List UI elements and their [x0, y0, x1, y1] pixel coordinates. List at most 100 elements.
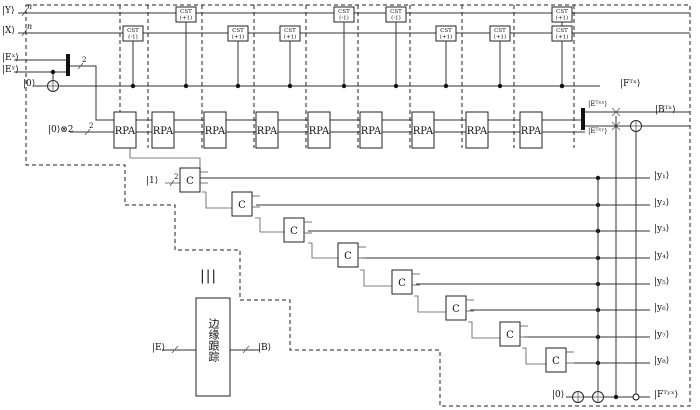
cst-bottom-1: CST(+1)	[227, 25, 249, 89]
cst-bottom-3: CST(+1)	[435, 25, 457, 89]
cst-bottom-0: CST(-1)	[122, 25, 144, 89]
edge-tracking-box	[195, 297, 231, 397]
legend-out-label: |B⟩	[258, 343, 272, 353]
svg-text:RPA: RPA	[309, 126, 330, 137]
svg-text:RPA: RPA	[467, 126, 488, 137]
legend-box-text: 边缘跟踪	[207, 318, 220, 362]
c-gate-6: C	[445, 295, 474, 321]
input-zero-bottom: |0⟩	[552, 390, 565, 400]
slash-zero-pair	[84, 128, 91, 136]
output-ey: |Eᵀˣʸ⟩	[588, 127, 608, 135]
svg-text:RPA: RPA	[361, 126, 382, 137]
output-y7: |y₇⟩	[654, 330, 670, 340]
c-gate-8: C	[545, 347, 574, 373]
c-gate-1: C	[179, 167, 208, 193]
cst-bottom-4: CST(+1)	[489, 25, 511, 89]
label-n-x: n	[27, 22, 33, 31]
output-y8: |y₈⟩	[654, 356, 670, 366]
svg-text:C: C	[552, 356, 560, 367]
svg-text:C: C	[238, 200, 246, 211]
label-two-pair: 2	[89, 122, 94, 130]
svg-text:RPA: RPA	[205, 126, 226, 137]
cst-top-1: CST(-1)	[333, 6, 355, 89]
rpa-gate-2: RPA	[151, 111, 175, 149]
label-two-e: 2	[82, 56, 87, 64]
svg-text:C: C	[290, 226, 298, 237]
slash-e	[77, 62, 84, 70]
cst-bottom-5: CST(+1)	[551, 25, 573, 89]
svg-text:(+1): (+1)	[180, 15, 192, 22]
output-y4: |y₄⟩	[654, 251, 670, 261]
slash-one	[169, 179, 175, 187]
svg-text:(-1): (-1)	[128, 34, 138, 41]
rpa-chain-wires	[114, 119, 585, 133]
svg-text:CST: CST	[440, 28, 452, 34]
label-n-y: n	[27, 2, 33, 11]
rpa-gate-7: RPA	[411, 111, 435, 149]
svg-text:CST: CST	[180, 9, 192, 15]
stage-separators	[119, 5, 575, 148]
svg-text:RPA: RPA	[153, 126, 174, 137]
svg-text:RPA: RPA	[115, 126, 136, 137]
svg-text:(+1): (+1)	[440, 34, 452, 41]
input-y: |Y⟩	[2, 6, 15, 16]
rpa-gate-1: RPA	[113, 111, 137, 149]
legend-in-slash	[171, 345, 179, 354]
output-y6: |y₆⟩	[654, 303, 670, 313]
bottom-ctrl-a	[613, 394, 619, 400]
input-ex: |Eˣ⟩	[2, 53, 19, 63]
legend-in-label: |E⟩	[152, 343, 166, 353]
svg-text:RPA: RPA	[257, 126, 278, 137]
svg-text:RPA: RPA	[521, 126, 542, 137]
input-zero: |0⟩	[23, 79, 36, 89]
y-wires	[196, 177, 650, 364]
output-y1: |y₁⟩	[654, 171, 670, 181]
slash-y	[21, 8, 28, 17]
svg-text:(-1): (-1)	[391, 15, 401, 22]
cnot-control-dot	[50, 69, 56, 75]
bottom-ctrl-b	[632, 393, 640, 401]
svg-text:(+1): (+1)	[232, 34, 244, 41]
input-one: |1⟩	[146, 176, 159, 186]
input-x: |X⟩	[2, 26, 15, 36]
module-outline	[25, 4, 691, 407]
output-y5: |y₅⟩	[654, 277, 670, 287]
svg-text:CST: CST	[556, 28, 568, 34]
output-y2: |y₂⟩	[654, 198, 670, 208]
c-gate-3: C	[283, 217, 312, 243]
svg-text:CST: CST	[338, 9, 350, 15]
svg-text:RPA: RPA	[413, 126, 434, 137]
legend-out-slash	[242, 345, 250, 354]
svg-text:CST: CST	[494, 28, 506, 34]
output-y3: |y₃⟩	[654, 224, 670, 234]
svg-text:(+1): (+1)	[284, 34, 296, 41]
rpa-gate-3: RPA	[203, 111, 227, 149]
svg-text:CST: CST	[390, 9, 402, 15]
svg-text:C: C	[186, 176, 194, 187]
slash-x	[21, 28, 28, 37]
cst-top-2: CST(-1)	[385, 6, 407, 89]
rpa-gate-4: RPA	[255, 111, 279, 149]
cst-bottom-2: CST(+1)	[279, 25, 301, 89]
c-chain-wires	[129, 148, 546, 365]
c-gate-5: C	[391, 269, 420, 295]
svg-text:C: C	[398, 278, 406, 289]
cst-top-0: CST(+1)	[175, 6, 197, 89]
svg-text:(-1): (-1)	[339, 15, 349, 22]
output-fyx: |Fᵀʸˣ⟩	[654, 390, 679, 400]
output-ex: |Eᵀˣˣ⟩	[588, 100, 608, 108]
c-gate-7: C	[499, 321, 528, 347]
combine-bar	[66, 54, 70, 76]
c-gate-2: C	[231, 191, 260, 217]
svg-text:C: C	[452, 304, 460, 315]
svg-text:CST: CST	[556, 9, 568, 15]
svg-text:CST: CST	[232, 28, 244, 34]
output-btx: |Bᵀˣ⟩	[655, 105, 676, 115]
input-ey: |Eʸ⟩	[2, 65, 19, 75]
svg-text:C: C	[344, 251, 352, 262]
svg-text:C: C	[506, 330, 514, 341]
label-two-one: 2	[174, 173, 179, 181]
svg-text:(+1): (+1)	[556, 34, 568, 41]
